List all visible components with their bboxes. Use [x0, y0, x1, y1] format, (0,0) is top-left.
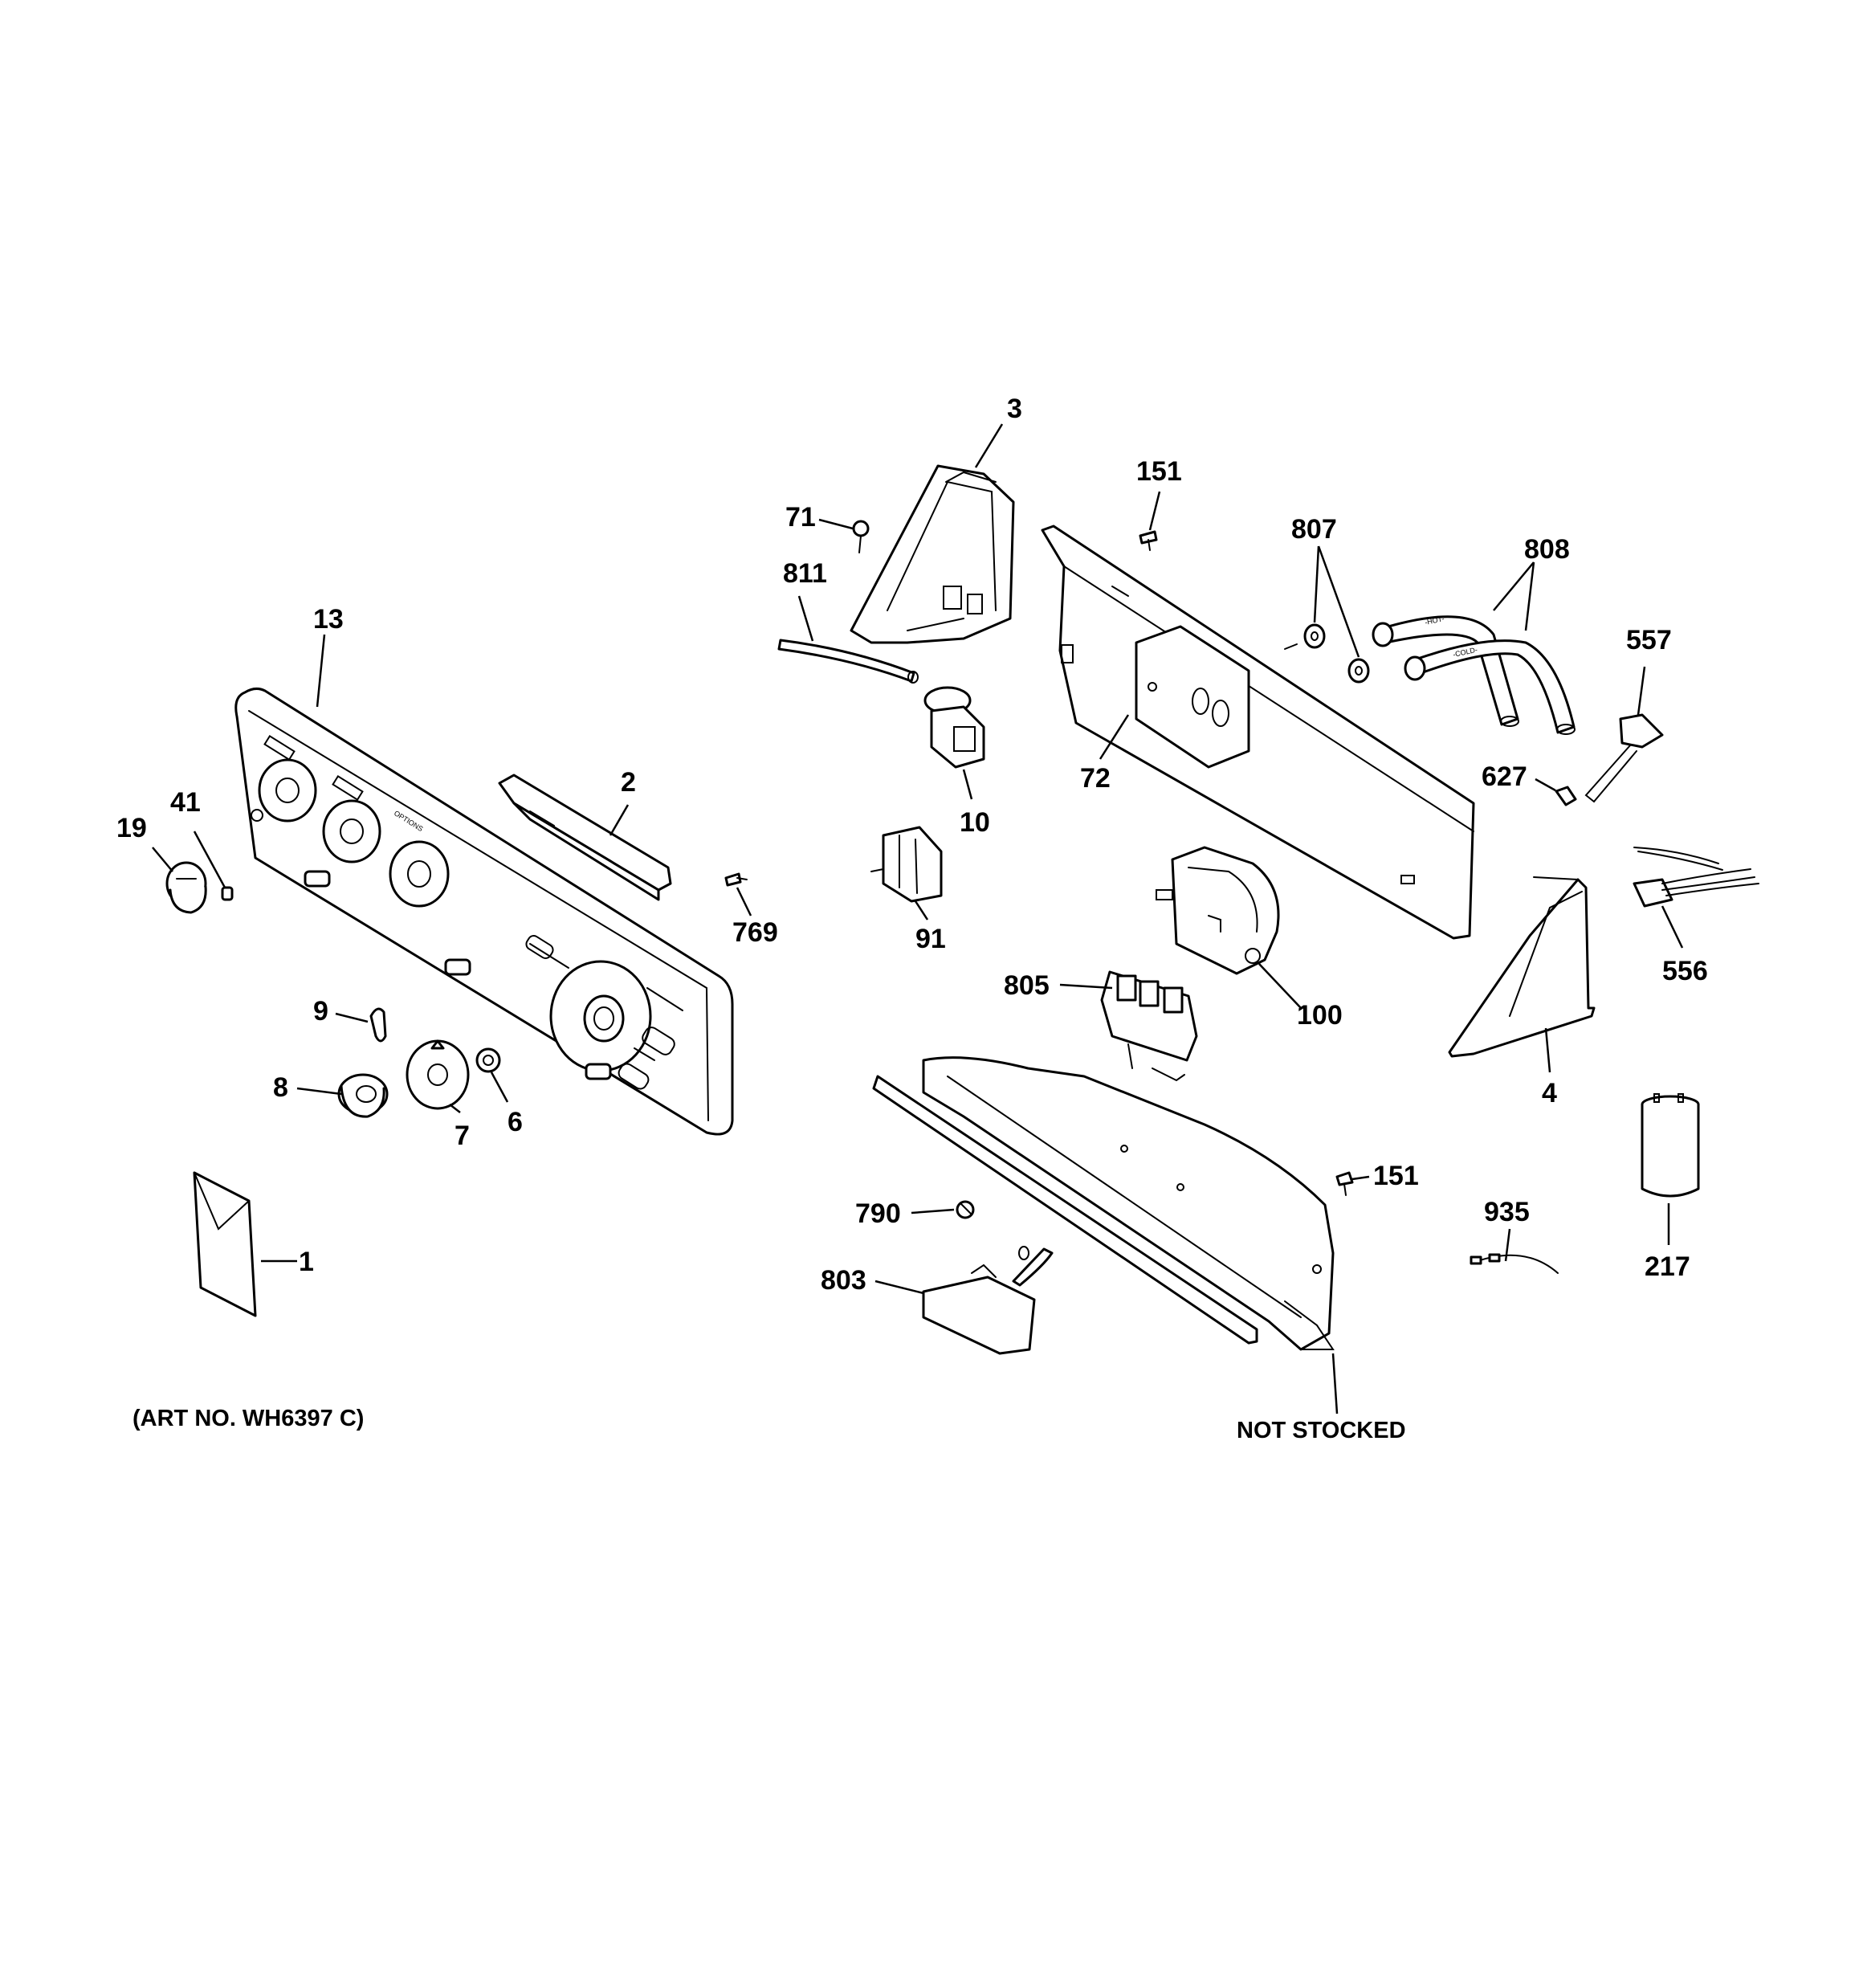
part-19-knob: [165, 861, 207, 914]
part-10-pressure-switch: [923, 686, 985, 769]
callout-10: 10: [960, 807, 990, 838]
part-13-control-panel: OPTIONS: [234, 687, 734, 1136]
callout-2: 2: [621, 767, 636, 798]
callout-627: 627: [1482, 761, 1527, 792]
part-556-harness: [1633, 847, 1759, 908]
not-stocked-lower-bracket: [872, 1056, 1335, 1351]
part-3-left-end-cap: [850, 464, 1015, 644]
part-811-tube: [777, 639, 919, 684]
part-217-capacitor: [1641, 1093, 1700, 1198]
part-6-nut: [475, 1047, 501, 1073]
leader-lines: [152, 423, 1684, 1414]
part-4-right-end-cap: [1448, 876, 1596, 1058]
callout-217: 217: [1645, 1251, 1690, 1282]
callout-769: 769: [732, 917, 778, 948]
callout-151-bottom: 151: [1373, 1161, 1419, 1191]
part-91-switch: [870, 826, 943, 903]
part-1-literature: [193, 1171, 257, 1317]
callout-91: 91: [915, 924, 946, 954]
callout-6: 6: [508, 1107, 523, 1137]
callout-71: 71: [785, 502, 816, 533]
callout-9: 9: [313, 996, 328, 1027]
callout-labels: 3 71 811 10 91 151 807 808 557 627 556 7…: [116, 394, 1708, 1443]
art-number: (ART NO. WH6397 C): [132, 1406, 364, 1431]
callout-72: 72: [1080, 763, 1111, 794]
callout-803: 803: [821, 1265, 866, 1296]
callout-7: 7: [455, 1121, 470, 1151]
part-769-screw: [724, 872, 748, 887]
callout-935: 935: [1484, 1197, 1530, 1227]
part-557-switch: [1584, 713, 1664, 803]
part-805-water-valve: [1100, 970, 1198, 1082]
part-72-rear-panel: [1041, 525, 1475, 940]
callout-807: 807: [1291, 514, 1337, 545]
part-7-dial: [406, 1039, 470, 1110]
part-100-timer: [1156, 846, 1280, 975]
callout-556: 556: [1662, 956, 1708, 986]
hose-hot-label: -HOT-: [1424, 614, 1445, 627]
part-151-screw-top: [1139, 530, 1158, 551]
callout-41: 41: [170, 787, 201, 818]
callout-3: 3: [1007, 394, 1022, 424]
part-9-clip: [369, 1007, 387, 1043]
callout-151-top: 151: [1136, 456, 1182, 487]
part-935-wire: [1470, 1253, 1559, 1274]
callout-1: 1: [299, 1247, 314, 1277]
not-stocked-label: NOT STOCKED: [1237, 1418, 1406, 1443]
part-8-knob: [337, 1073, 389, 1118]
callout-19: 19: [116, 813, 147, 843]
part-151-screw-bottom: [1335, 1171, 1354, 1196]
part-807-washers: [1284, 623, 1370, 684]
callout-808: 808: [1524, 534, 1570, 565]
part-41-set-screw: [221, 886, 234, 901]
callout-8: 8: [273, 1072, 288, 1103]
callout-557: 557: [1626, 625, 1672, 655]
part-808-hoses: -HOT- -COLD-: [1372, 614, 1576, 735]
part-2-panel-trim: [498, 774, 672, 901]
callout-13: 13: [313, 604, 344, 635]
part-71-screw: [852, 520, 870, 553]
callout-4: 4: [1542, 1078, 1557, 1108]
part-803-harness: [922, 1246, 1054, 1355]
part-790-clamp: [956, 1200, 975, 1219]
callout-100: 100: [1297, 1000, 1343, 1031]
callout-811: 811: [783, 558, 827, 589]
callout-790: 790: [855, 1198, 901, 1229]
callout-805: 805: [1004, 970, 1050, 1001]
part-627-clip: [1555, 786, 1577, 806]
